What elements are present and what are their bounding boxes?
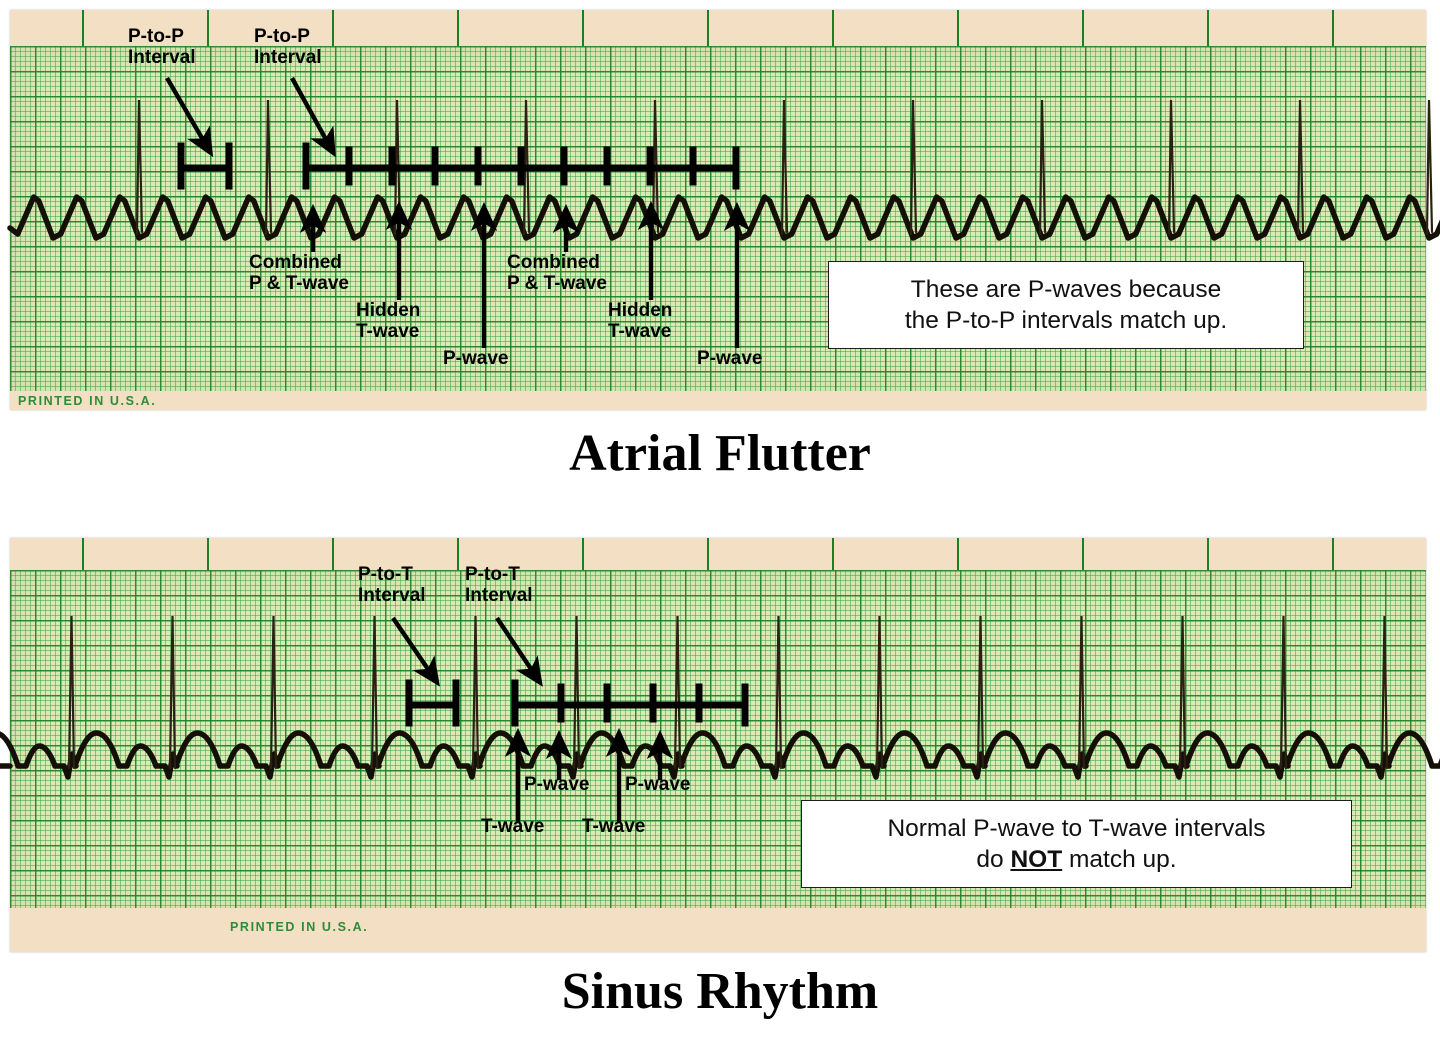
qrs-complex xyxy=(875,615,884,770)
caption-atrial-flutter: Atrial Flutter xyxy=(569,425,871,482)
callout-top-line-2: the P-to-P intervals match up. xyxy=(904,307,1228,334)
ecg-grid-bottom xyxy=(10,570,1426,908)
qrs-complex xyxy=(135,99,144,236)
callout-bottom-line-1: Normal P-wave to T-wave intervals xyxy=(887,814,1266,842)
qrs-complex xyxy=(1425,99,1434,236)
timing-tick xyxy=(457,538,459,574)
flutter-wave-path xyxy=(7,194,1440,241)
qrs-complex xyxy=(1038,99,1047,236)
timing-ticks-top xyxy=(10,10,1426,50)
timing-tick xyxy=(1082,538,1084,574)
timing-tick xyxy=(707,10,709,50)
callout-intervals-do-not-match: Normal P-wave to T-wave intervals do NOT… xyxy=(801,800,1352,888)
qrs-complex xyxy=(393,99,402,236)
label-p-wave-3: P-wave xyxy=(524,774,590,795)
label-t-wave-1: T-wave xyxy=(481,816,545,837)
timing-tick xyxy=(1082,10,1084,50)
printed-in-usa-top: PRINTED IN U.S.A. xyxy=(18,394,157,408)
qrs-complex xyxy=(651,99,660,236)
callout-top-line-1: These are P-waves because xyxy=(910,275,1222,303)
ecg-trace-atrial-flutter xyxy=(7,99,1440,241)
qrs-complex xyxy=(1380,615,1389,770)
ecg-trace-sinus-rhythm xyxy=(0,615,1440,780)
timing-tick xyxy=(207,10,209,50)
qrs-complex xyxy=(1279,615,1288,770)
timing-tick xyxy=(832,538,834,574)
timing-tick xyxy=(1207,10,1209,50)
qrs-complex xyxy=(572,615,581,770)
timing-tick xyxy=(332,538,334,574)
qrs-complex xyxy=(673,615,682,770)
qrs-complex xyxy=(1178,615,1187,770)
qrs-complex xyxy=(264,99,273,236)
timing-tick xyxy=(1332,538,1334,574)
caption-sinus-rhythm: Sinus Rhythm xyxy=(561,963,879,1020)
timing-ticks-bottom xyxy=(10,538,1426,574)
callout-bottom-line-2: do NOT match up. xyxy=(976,844,1176,875)
timing-tick xyxy=(957,538,959,574)
qrs-complex xyxy=(67,615,76,770)
printed-in-usa-bottom: PRINTED IN U.S.A. xyxy=(230,920,369,934)
label-p-wave-4: P-wave xyxy=(625,774,691,795)
timing-tick xyxy=(1332,10,1334,50)
qrs-complex xyxy=(1296,99,1305,236)
qrs-complex xyxy=(780,99,789,236)
qrs-complex xyxy=(370,615,379,770)
qrs-complex xyxy=(168,615,177,770)
callout-bottom-emphasis: NOT xyxy=(1010,846,1063,873)
qrs-complex xyxy=(1077,615,1086,770)
timing-tick xyxy=(832,10,834,50)
timing-tick xyxy=(82,538,84,574)
timing-tick xyxy=(707,538,709,574)
callout-bottom-text-b: match up. xyxy=(1062,846,1177,873)
timing-tick xyxy=(582,10,584,50)
label-p-wave-2: P-wave xyxy=(697,348,763,369)
qrs-complex xyxy=(269,615,278,770)
qrs-complex xyxy=(522,99,531,236)
panel-sinus-rhythm: PRINTED IN U.S.A. xyxy=(0,538,1440,952)
callout-p-waves-match: These are P-waves because the P-to-P int… xyxy=(828,261,1304,349)
label-p-wave-1: P-wave xyxy=(443,348,509,369)
qrs-complex xyxy=(1167,99,1176,236)
timing-tick xyxy=(957,10,959,50)
qrs-complex xyxy=(976,615,985,770)
timing-tick xyxy=(207,538,209,574)
timing-tick xyxy=(82,10,84,50)
timing-tick xyxy=(457,10,459,50)
timing-tick xyxy=(1207,538,1209,574)
sinus-wave-path xyxy=(0,730,1440,780)
timing-tick xyxy=(332,10,334,50)
callout-bottom-text-a: do xyxy=(976,846,1011,873)
qrs-complex xyxy=(774,615,783,770)
qrs-complex xyxy=(471,615,480,770)
label-t-wave-2: T-wave xyxy=(582,816,646,837)
timing-tick xyxy=(582,538,584,574)
qrs-complex xyxy=(909,99,918,236)
